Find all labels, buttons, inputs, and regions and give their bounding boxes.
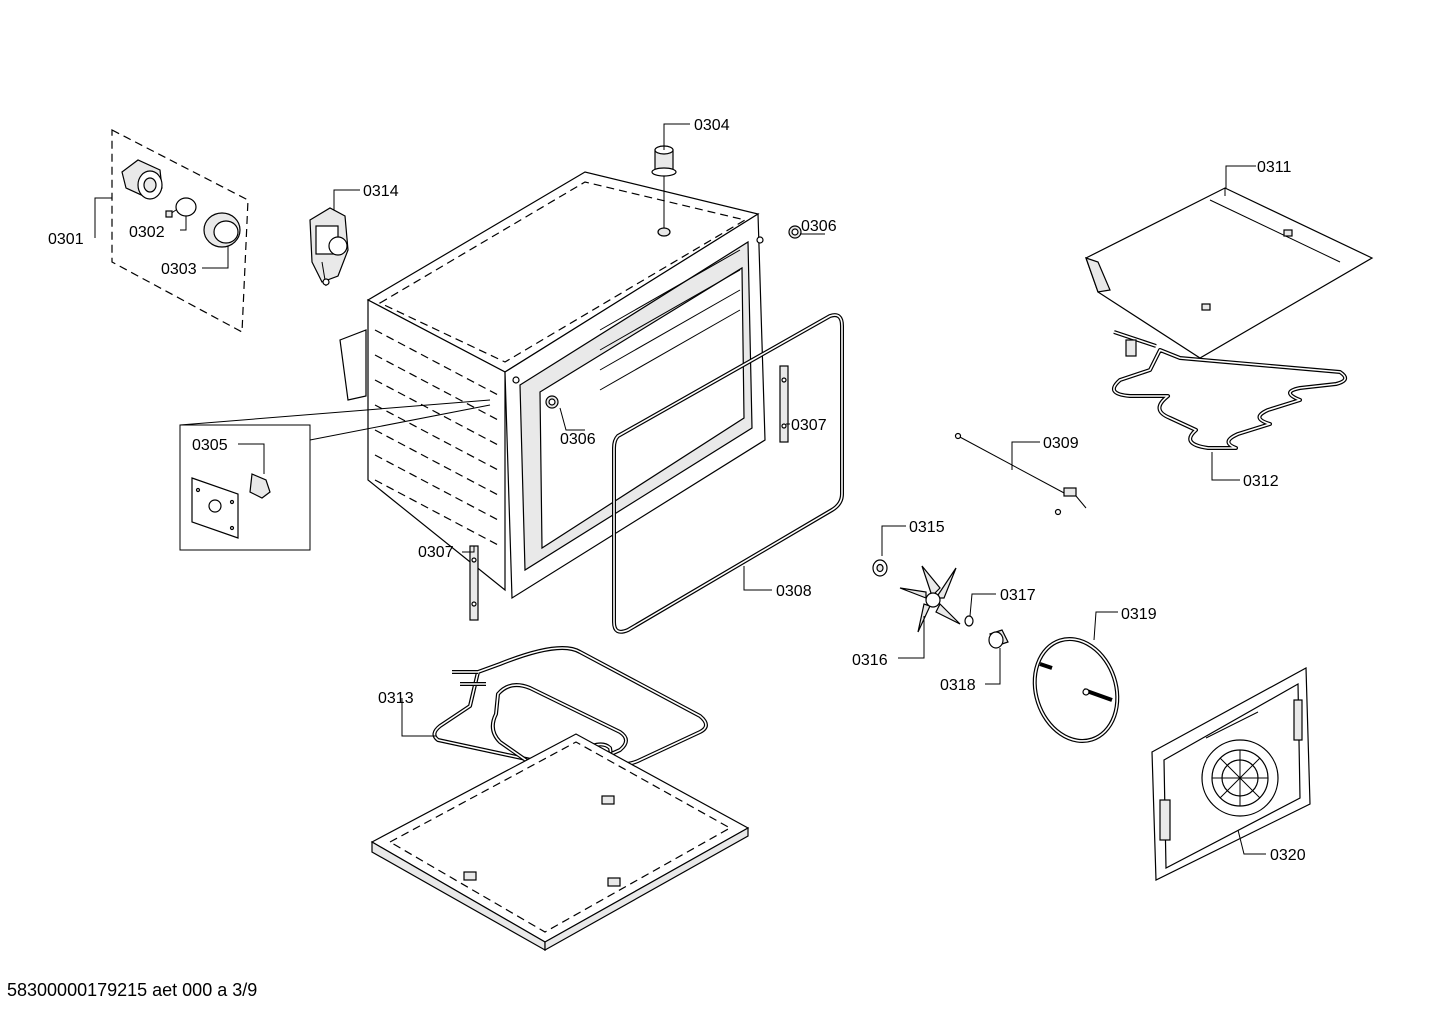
callout-0312: 0312 [1243, 473, 1279, 490]
callout-0302: 0302 [129, 224, 165, 241]
callout-0308: 0308 [776, 583, 812, 600]
callout-0313: 0313 [378, 690, 414, 707]
washer-0317 [964, 615, 974, 627]
top-cover [1085, 187, 1374, 359]
hinge-0307-left [469, 545, 479, 621]
callout-labels: 0301 0302 0303 0304 0305 0306 0306 0307 … [48, 117, 1306, 864]
callout-0318: 0318 [940, 677, 976, 694]
callout-0306-top: 0306 [801, 218, 837, 235]
callout-0301: 0301 [48, 231, 84, 248]
washer-0315 [872, 559, 888, 577]
rack-rails [374, 329, 501, 547]
grill-heater [1111, 330, 1348, 450]
detail-box-0305 [179, 399, 491, 551]
callout-0311: 0311 [1257, 159, 1292, 176]
back-panel [1151, 667, 1311, 881]
leader-lines [94, 123, 1266, 855]
callout-0304: 0304 [694, 117, 730, 134]
document-code: 58300000179215 aet 000 a 3/9 [7, 980, 258, 1000]
fan-motor [309, 207, 349, 287]
callout-0307-right: 0307 [791, 417, 827, 434]
callout-0317: 0317 [1000, 587, 1036, 604]
door-gasket [612, 313, 844, 634]
callout-0309: 0309 [1043, 435, 1079, 452]
lamp-socket [121, 159, 163, 200]
hinge-0307-right [779, 365, 789, 443]
oven-cavity [339, 171, 766, 600]
ring-heater [1032, 637, 1120, 743]
plug-0306-inner [545, 395, 559, 409]
inner-rails [599, 249, 741, 391]
callout-0314: 0314 [363, 183, 399, 200]
callout-0319: 0319 [1121, 606, 1157, 623]
callout-0307-left: 0307 [418, 544, 454, 561]
plug-0306-top [788, 225, 802, 239]
callout-0306-inner: 0306 [560, 431, 596, 448]
callout-0305: 0305 [192, 437, 228, 454]
lamp-assembly [111, 129, 249, 333]
callout-0320: 0320 [1270, 847, 1306, 864]
lamp-bulb [165, 197, 197, 218]
fan-blade-0316 [899, 565, 961, 633]
nut-0318 [988, 629, 1009, 649]
oven-floor [370, 733, 750, 952]
callout-0316: 0316 [852, 652, 888, 669]
lamp-cover [203, 212, 241, 248]
callout-0303: 0303 [161, 261, 197, 278]
sensor-0304 [651, 145, 677, 237]
callout-0315: 0315 [909, 519, 945, 536]
